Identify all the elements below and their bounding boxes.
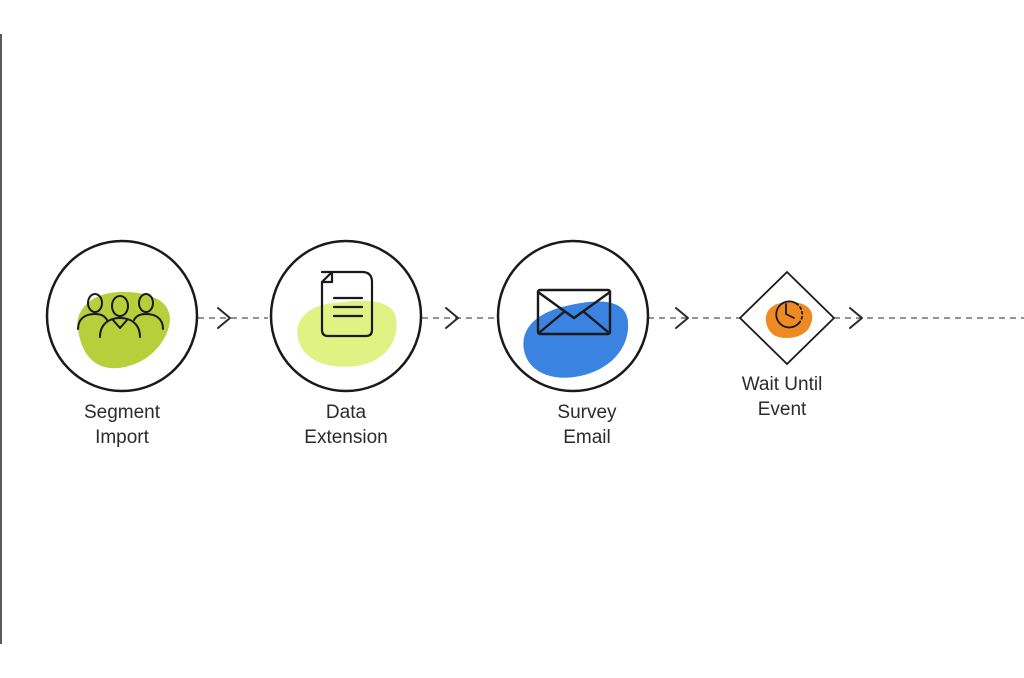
clock-icon — [775, 300, 804, 329]
step-label-data-extension: Data Extension — [266, 400, 426, 450]
document-icon — [320, 270, 374, 338]
step-wait-until-event[interactable] — [738, 270, 836, 366]
step-label-line1: Wait Until — [741, 374, 823, 395]
step-label-line2: Import — [95, 427, 149, 448]
chevron-right-icon — [217, 307, 231, 329]
step-label-segment-import: Segment Import — [42, 400, 202, 450]
blue-blob-shape — [523, 301, 629, 378]
step-label-survey-email: Survey Email — [507, 400, 667, 450]
step-label-line2: Event — [757, 399, 807, 420]
envelope-icon — [536, 288, 612, 336]
step-label-line1: Segment — [83, 402, 161, 423]
step-label-line2: Extension — [304, 427, 388, 448]
step-label-wait-until-event: Wait Until Event — [702, 372, 862, 422]
step-data-extension[interactable] — [269, 239, 423, 393]
left-edge-line — [0, 34, 2, 644]
chevron-right-icon — [849, 307, 863, 329]
step-label-line1: Data — [325, 402, 367, 423]
chevron-right-icon — [675, 307, 689, 329]
green-blob-shape — [77, 291, 170, 369]
step-label-line1: Survey — [557, 402, 617, 423]
step-segment-import[interactable] — [45, 239, 199, 393]
connector-3 — [648, 307, 740, 329]
connector-4 — [834, 307, 1024, 329]
connector-1 — [198, 307, 268, 329]
connector-2 — [422, 307, 498, 329]
step-label-line2: Email — [563, 427, 611, 448]
chevron-right-icon — [445, 307, 459, 329]
people-group-icon — [77, 293, 164, 338]
step-survey-email[interactable] — [496, 239, 650, 393]
